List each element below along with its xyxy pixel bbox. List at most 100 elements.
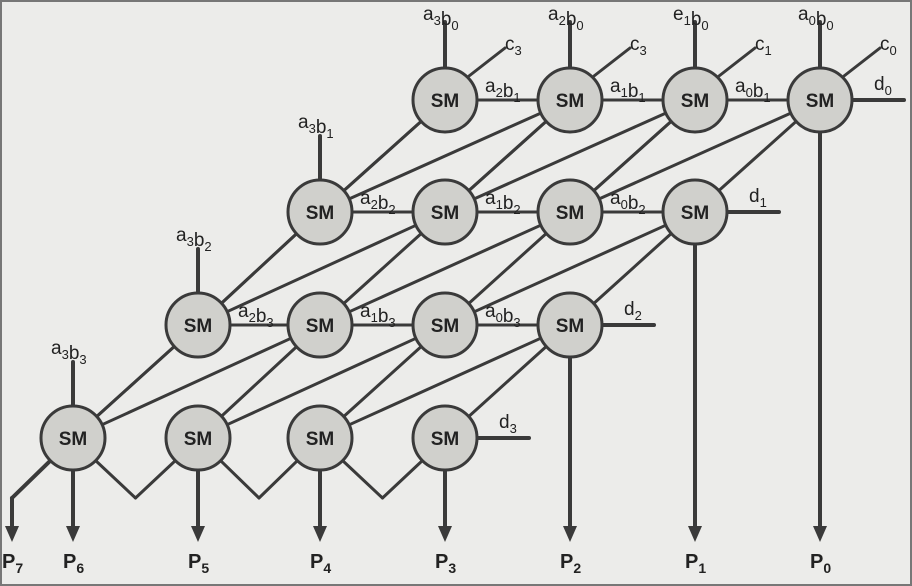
- zigzag-wire: [381, 458, 425, 500]
- sm-node: SM: [411, 178, 479, 246]
- sm-label: SM: [59, 429, 88, 450]
- carry-input-label: c1: [755, 34, 772, 58]
- vertical-wire: [717, 119, 798, 193]
- top-input-label: a2b0: [548, 4, 584, 33]
- diagonal-wire: [342, 119, 423, 193]
- sm-circle: [164, 404, 232, 472]
- sm-node: SM: [164, 404, 232, 472]
- sm-label: SM: [431, 316, 460, 337]
- output-arrowhead: [563, 526, 577, 542]
- top-input-label: e1b0: [673, 4, 709, 33]
- output-label: P6: [63, 551, 84, 576]
- vertical-wire: [342, 344, 423, 419]
- sm-circle: [286, 178, 354, 246]
- row-input-label: a0b3: [485, 301, 521, 330]
- diagonal-wire: [95, 344, 176, 419]
- left-input-label: a3b3: [51, 338, 87, 367]
- output-label: P4: [310, 551, 331, 576]
- sm-circle: [536, 66, 604, 134]
- carry-input-wire: [467, 46, 507, 78]
- zigzag-wire: [134, 458, 178, 500]
- sm-node: SM: [536, 291, 604, 359]
- sm-label: SM: [306, 429, 335, 450]
- output-label: P3: [435, 551, 456, 576]
- sm-node: SM: [786, 66, 854, 134]
- sm-node: SM: [39, 404, 107, 472]
- sm-circle: [786, 66, 854, 134]
- row-input-label: a0b2: [610, 188, 646, 217]
- sm-node: SM: [536, 66, 604, 134]
- wires: [5, 20, 906, 542]
- diagonal-wire: [472, 111, 668, 201]
- output-label: P5: [188, 551, 209, 576]
- vertical-wire: [467, 231, 548, 306]
- row-input-label: a2b2: [360, 188, 396, 217]
- sm-circle: [286, 291, 354, 359]
- row-input-label: a2b1: [485, 76, 521, 105]
- output-arrowhead: [66, 526, 80, 542]
- output-arrowhead: [438, 526, 452, 542]
- sm-label: SM: [681, 203, 710, 224]
- sm-node: SM: [661, 66, 729, 134]
- sm-node: SM: [286, 178, 354, 246]
- zigzag-wire: [340, 458, 384, 500]
- sm-label: SM: [556, 203, 585, 224]
- sm-node: SM: [661, 178, 729, 246]
- zigzag-wire: [93, 458, 137, 500]
- row-input-label: a2b3: [238, 301, 274, 330]
- sm-label: SM: [184, 316, 213, 337]
- output-arrowhead: [688, 526, 702, 542]
- sm-circle: [411, 291, 479, 359]
- output-wire: [10, 458, 53, 500]
- d-input-label: d3: [499, 412, 517, 436]
- sm-node: SM: [286, 404, 354, 472]
- row-input-label: a1b1: [610, 76, 646, 105]
- sm-label: SM: [556, 316, 585, 337]
- d-input-label: d0: [874, 74, 892, 98]
- sm-cells: SM SM SM SM SM SM SM SM SM SM SM SM SM SM SM SM: [39, 66, 854, 472]
- sm-label: SM: [431, 429, 460, 450]
- sm-circle: [661, 66, 729, 134]
- sm-label: SM: [306, 316, 335, 337]
- carry-input-wire: [717, 46, 757, 78]
- sm-node: SM: [536, 178, 604, 246]
- diagonal-wire: [100, 336, 293, 427]
- diagonal-wire: [347, 336, 543, 427]
- output-arrowhead: [313, 526, 327, 542]
- vertical-wire: [467, 119, 548, 193]
- left-input-label: a3b2: [176, 225, 212, 254]
- sm-node: SM: [286, 291, 354, 359]
- output-label: P7: [2, 551, 23, 576]
- sm-circle: [661, 178, 729, 246]
- output-arrowhead: [5, 526, 19, 542]
- sm-circle: [39, 404, 107, 472]
- carry-input-wire: [842, 46, 882, 78]
- zigzag-wire: [218, 458, 261, 500]
- output-label: P2: [560, 551, 581, 576]
- diagonal-wire: [225, 336, 418, 427]
- sm-node: SM: [411, 66, 479, 134]
- zigzag-wire: [257, 458, 300, 500]
- sm-node: SM: [411, 291, 479, 359]
- vertical-wire: [592, 231, 673, 306]
- diagonal-wire: [225, 223, 418, 314]
- top-input-label: a3b0: [423, 4, 459, 33]
- sm-circle: [411, 66, 479, 134]
- sm-label: SM: [184, 429, 213, 450]
- signal-labels: a3b0c3a2b0c3e1b0c1a0b0c0a3b1a3b2a3b3a2b1…: [2, 4, 897, 576]
- sm-node: SM: [164, 291, 232, 359]
- top-input-label: a0b0: [798, 4, 834, 33]
- sm-label: SM: [431, 91, 460, 112]
- vertical-wire: [467, 344, 548, 419]
- diagonal-wire: [219, 232, 299, 305]
- carry-input-label: c3: [630, 34, 647, 58]
- diagonal-wire: [597, 111, 793, 201]
- vertical-wire: [592, 119, 673, 193]
- vertical-wire: [219, 345, 299, 418]
- diagonal-wire: [472, 223, 668, 314]
- sm-circle: [411, 404, 479, 472]
- diagonal-wire: [347, 223, 543, 314]
- output-arrowhead: [191, 526, 205, 542]
- output-label: P1: [685, 551, 706, 576]
